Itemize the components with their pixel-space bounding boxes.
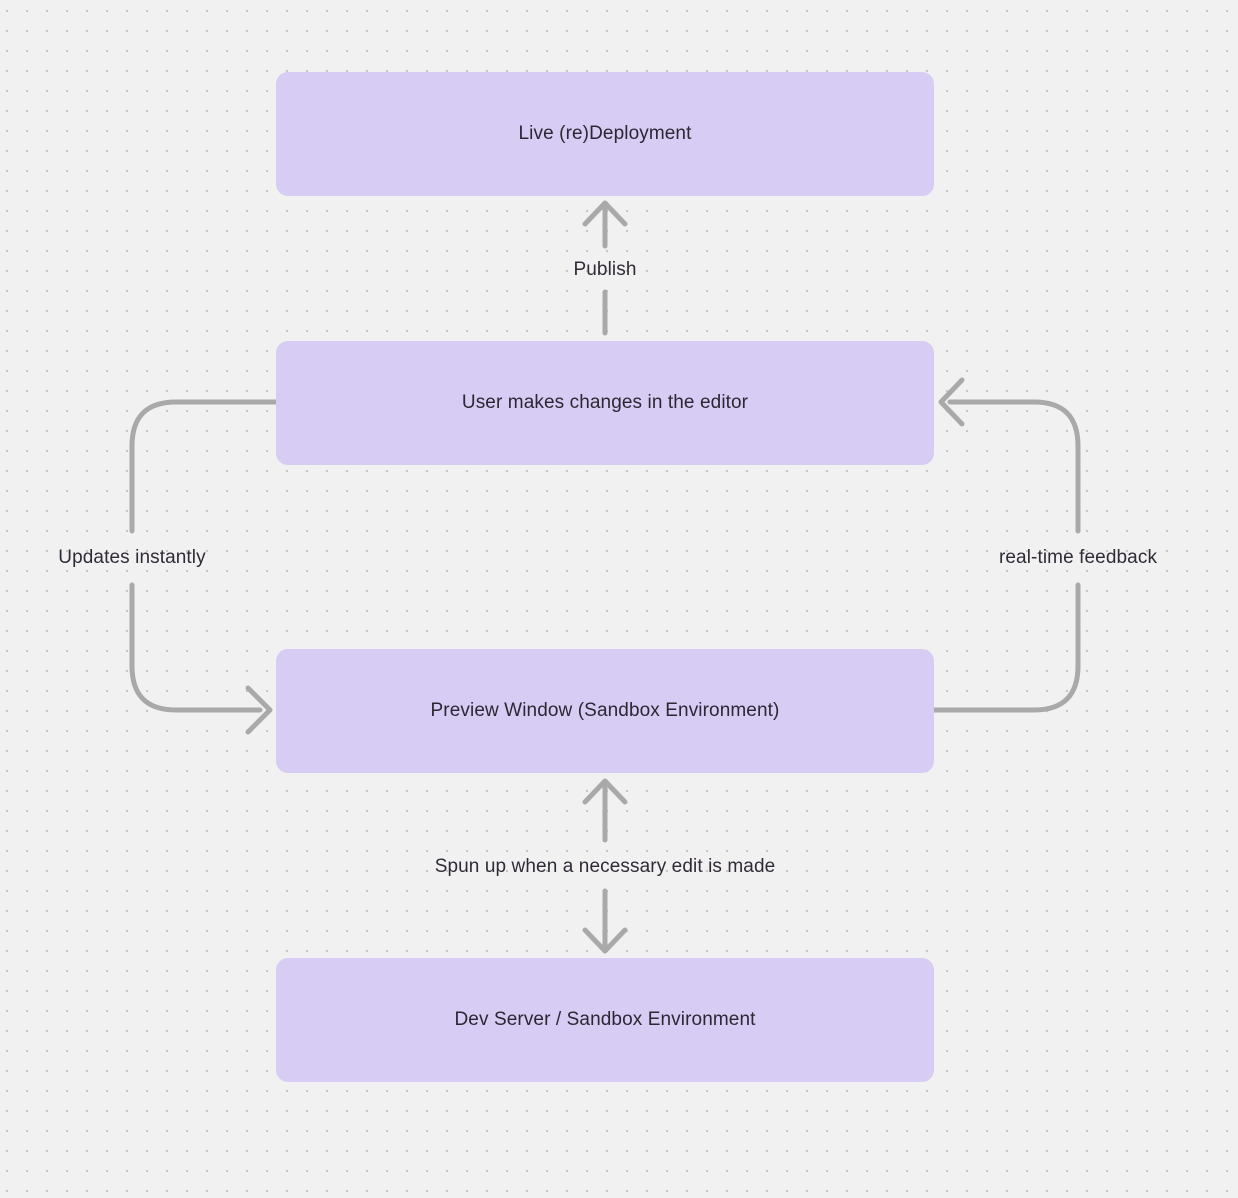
arrow-updates-segment-bottom <box>129 582 263 713</box>
node-user-editor[interactable]: User makes changes in the editor <box>276 341 934 465</box>
arrow-realtime-feedback <box>931 377 1081 713</box>
node-live-redeployment-label: Live (re)Deployment <box>518 123 692 144</box>
arrow-spun-up <box>582 778 628 954</box>
node-user-editor-label: User makes changes in the editor <box>461 392 749 413</box>
edge-label-updates-instantly: Updates instantly <box>58 547 206 568</box>
arrow-spunup-up-head-icon <box>582 778 628 805</box>
arrow-publish-head-icon <box>582 200 628 227</box>
node-dev-server[interactable]: Dev Server / Sandbox Environment <box>276 958 934 1082</box>
node-live-redeployment[interactable]: Live (re)Deployment <box>276 72 934 196</box>
arrow-feedback-segment-top <box>947 399 1081 534</box>
node-preview-window[interactable]: Preview Window (Sandbox Environment) <box>276 649 934 773</box>
arrow-updates-head-icon <box>245 685 273 735</box>
arrow-updates-instantly <box>129 399 280 735</box>
arrow-feedback-head-icon <box>938 377 965 427</box>
node-dev-server-label: Dev Server / Sandbox Environment <box>454 1009 756 1030</box>
node-preview-window-label: Preview Window (Sandbox Environment) <box>430 700 780 721</box>
arrow-spunup-down-head-icon <box>582 927 628 954</box>
arrow-updates-segment-top <box>129 399 280 534</box>
edge-label-realtime-feedback: real-time feedback <box>998 547 1158 568</box>
edge-label-publish: Publish <box>573 259 637 280</box>
arrow-feedback-segment-bottom <box>931 582 1081 713</box>
arrow-publish <box>582 200 628 336</box>
edge-label-spun-up: Spun up when a necessary edit is made <box>434 856 776 877</box>
